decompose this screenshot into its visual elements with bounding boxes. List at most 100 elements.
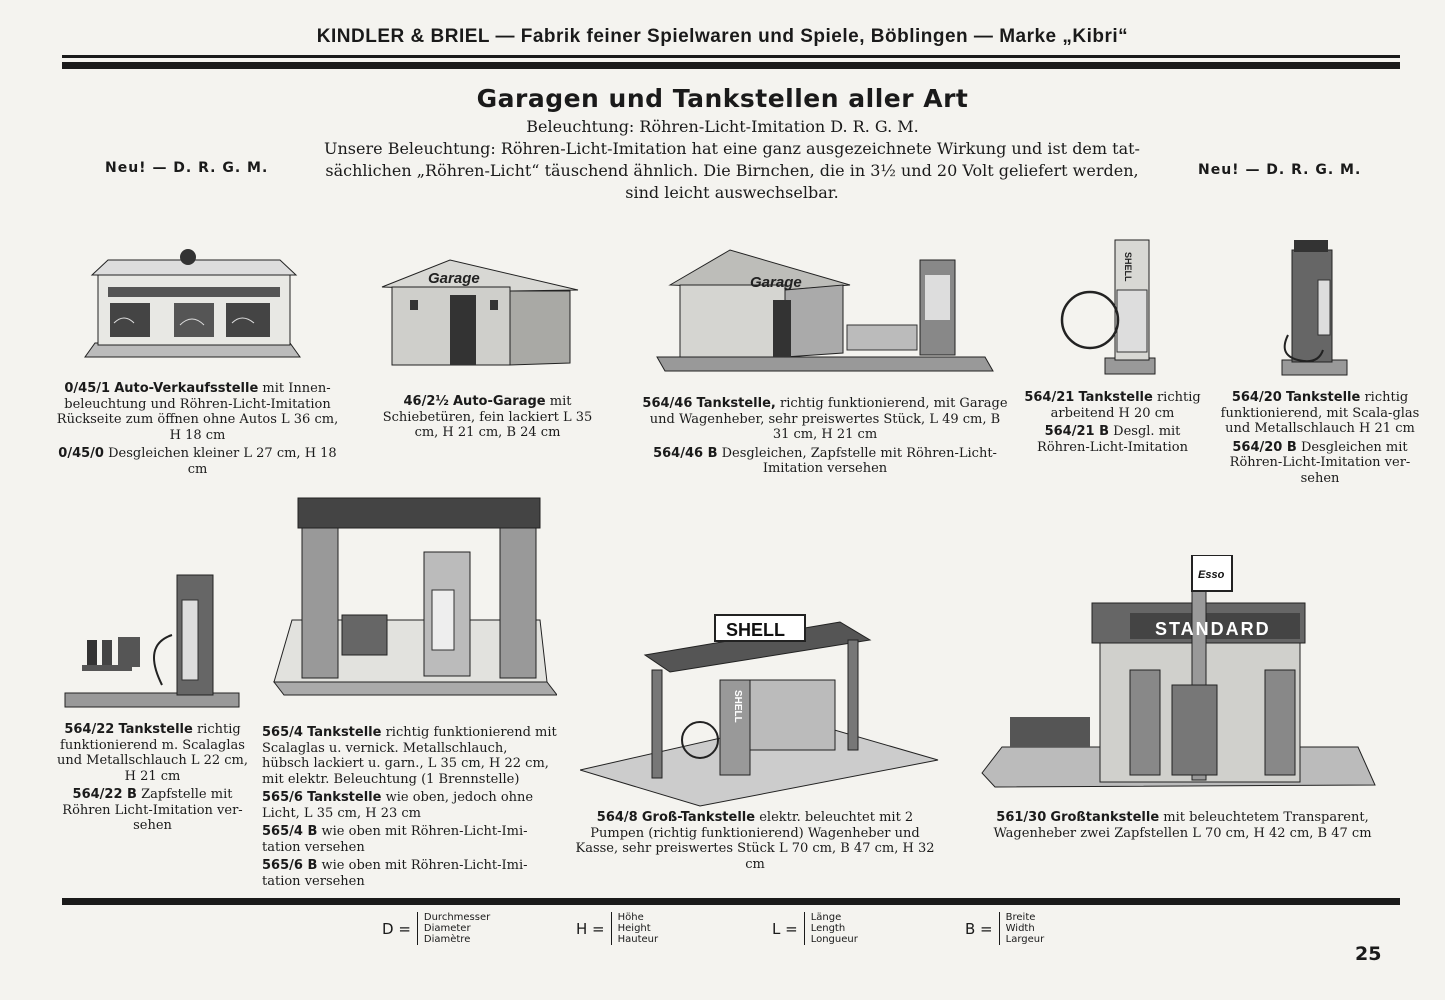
- legend-value: Diamètre: [423, 934, 471, 945]
- product-caption-564-20: 564/20 Tankstelle richtig funktionierend…: [1220, 390, 1420, 489]
- garage-tankstelle-illustration: Garage: [656, 249, 994, 372]
- intro-text: Unsere Beleuchtung: Röhren-Licht-Imitati…: [322, 138, 1142, 204]
- standard-grosstankstelle-illustration: STANDARD Esso: [981, 555, 1376, 788]
- caption-line: 565/4 Tankstelle richtig funktionierend …: [262, 725, 557, 787]
- legend-values: Durchmesser Diameter Diamètre: [416, 912, 491, 945]
- product-description: mit Schiebetüren, fein lackiert L 35 cm,…: [382, 394, 593, 440]
- article-number: 46/2½: [403, 394, 449, 409]
- legend-key: B =: [965, 919, 993, 938]
- caption-line: 564/8 Groß-Tankstelle elektr. beleuchtet…: [570, 810, 940, 872]
- shell-pump-illustration: SHELL: [1060, 239, 1156, 375]
- legend-item-b: B = Breite Width Largeur: [965, 912, 1044, 945]
- article-number: 565/4: [262, 725, 303, 740]
- legend-key: H =: [576, 919, 605, 938]
- article-number: 564/20 B: [1232, 439, 1297, 455]
- product-name: Tankstelle,: [696, 396, 776, 411]
- article-number: 0/45/0: [58, 446, 104, 461]
- product-description: Desgleichen mit Röhren-Licht-Imitation v…: [1229, 439, 1411, 486]
- legend-value: Durchmesser: [423, 912, 491, 923]
- product-name: Tankstelle: [1078, 390, 1153, 405]
- legend-item-h: H = Höhe Height Hauteur: [576, 912, 658, 945]
- legend-value: Height: [617, 923, 651, 934]
- shell-post-text: SHELL: [732, 690, 743, 723]
- article-number: 564/46 B: [653, 445, 718, 461]
- caption-line: 564/22 Tankstelle richtig funktionierend…: [55, 722, 250, 784]
- product-name: Groß-Tankstelle: [641, 810, 756, 825]
- legend-item-d: D = Durchmesser Diameter Diamètre: [382, 912, 490, 945]
- product-name: Großtankstelle: [1050, 810, 1160, 825]
- article-number: 564/20: [1231, 390, 1282, 405]
- legend-value: Höhe: [617, 912, 644, 923]
- legend-value: Länge: [810, 912, 842, 923]
- article-number: 564/22: [64, 722, 115, 737]
- product-name: Tankstelle: [307, 790, 382, 805]
- caption-line: 564/21 B Desgl. mit Röhren-Licht-Imitati…: [1020, 424, 1205, 455]
- caption-line: 565/4 B wie oben mit Röhren-Licht-Imi-ta…: [262, 824, 557, 855]
- product-description: richtig arbeitend H 20 cm: [1050, 390, 1201, 421]
- caption-line: 0/45/1 Auto-Verkaufsstelle mit Innen-bel…: [55, 381, 340, 443]
- article-number: 564/21 B: [1044, 424, 1110, 439]
- legend-item-l: L = Länge Length Longueur: [772, 912, 858, 945]
- esso-sign-text: Esso: [1198, 569, 1225, 581]
- caption-line: 0/45/0 Desgleichen kleiner L 27 cm, H 18…: [55, 446, 340, 477]
- caption-line: 564/22 B Zapfstelle mit Röhren Licht-Imi…: [55, 787, 250, 834]
- product-name: Auto-Garage: [453, 394, 546, 409]
- article-number: 0/45/1: [64, 381, 111, 396]
- article-number: 564/8: [596, 810, 638, 825]
- legend-value: Length: [810, 923, 846, 934]
- caption-line: 46/2½ Auto-Garage mit Schiebetüren, fein…: [375, 394, 600, 441]
- caption-line: 564/20 Tankstelle richtig funktionierend…: [1220, 390, 1420, 437]
- product-description: richtig funktionierend mit Scalaglas u. …: [262, 725, 557, 787]
- header-rule-top: [62, 55, 1400, 58]
- page-title: Garagen und Tankstellen aller Art: [476, 84, 969, 113]
- garage-sign-text: Garage: [428, 270, 480, 287]
- legend-value: Width: [1005, 923, 1035, 934]
- product-name: Auto-Verkaufsstelle: [114, 381, 259, 396]
- shell-roof-text: SHELL: [726, 620, 785, 640]
- legend-value: Breite: [1005, 912, 1036, 923]
- product-description: wie oben mit Röhren-Licht-Imi-tation ver…: [262, 824, 528, 855]
- legend-values: Höhe Height Hauteur: [610, 912, 658, 945]
- caption-line: 565/6 B wie oben mit Röhren-Licht-Imi-ta…: [262, 858, 557, 889]
- scalaglas-pump-illustration: [1281, 240, 1348, 376]
- neu-drgm-left: Neu! — D. R. G. M.: [105, 160, 269, 176]
- product-caption-564-8: 564/8 Groß-Tankstelle elektr. beleuchtet…: [570, 810, 940, 875]
- caption-line: 564/46 B Desgleichen, Zapfstelle mit Röh…: [640, 446, 1010, 477]
- product-caption-564-22: 564/22 Tankstelle richtig funktionierend…: [55, 722, 250, 837]
- small-tankstelle-illustration: [64, 574, 240, 708]
- product-description: mit Innen-beleuchtung und Röhren-Licht-I…: [56, 381, 339, 443]
- product-caption-561-30: 561/30 Großtankstelle mit beleuchtetem T…: [955, 810, 1410, 844]
- product-caption-46: 46/2½ Auto-Garage mit Schiebetüren, fein…: [375, 394, 600, 444]
- legend-values: Länge Length Longueur: [803, 912, 858, 945]
- product-description: elektr. beleuchtet mit 2 Pumpen (richtig…: [575, 810, 935, 872]
- article-number: 564/21: [1024, 390, 1075, 405]
- product-description: Zapfstelle mit Röhren Licht-Imitation ve…: [62, 787, 243, 833]
- product-name: Tankstelle: [118, 722, 193, 737]
- caption-line: 561/30 Großtankstelle mit beleuchtetem T…: [955, 810, 1410, 841]
- caption-line: 564/46 Tankstelle, richtig funktionieren…: [640, 396, 1010, 443]
- product-description: mit beleuchtetem Transparent, Wagenheber…: [993, 810, 1372, 841]
- legend-key: D =: [382, 919, 411, 938]
- product-caption-564-46: 564/46 Tankstelle, richtig funktionieren…: [640, 396, 1010, 480]
- article-number: 565/6: [262, 790, 303, 805]
- footer-rule: [62, 898, 1400, 905]
- intro-line: Unsere Beleuchtung: Röhren-Licht-Imitati…: [324, 139, 1140, 158]
- product-description: wie oben mit Röhren-Licht-Imi-tation ver…: [262, 858, 528, 889]
- shell-pump-text: SHELL: [1123, 252, 1133, 282]
- product-description: Desgl. mit Röhren-Licht-Imitation: [1037, 424, 1188, 455]
- product-description: Desgleichen, Zapfstelle mit Röhren-Licht…: [721, 445, 997, 477]
- product-description: wie oben, jedoch ohne Licht, L 35 cm, H …: [262, 790, 534, 821]
- neu-drgm-right: Neu! — D. R. G. M.: [1198, 162, 1362, 178]
- page-subtitle: Beleuchtung: Röhren-Licht-Imitation D. R…: [526, 117, 919, 136]
- intro-line: sind leicht auswechselbar.: [625, 183, 839, 202]
- article-number: 564/22 B: [72, 787, 137, 802]
- standard-sign-text: STANDARD: [1155, 619, 1271, 639]
- catalog-header: KINDLER & BRIEL — Fabrik feiner Spielwar…: [316, 26, 1129, 47]
- product-name: Tankstelle: [307, 725, 382, 740]
- garage-illustration: Garage: [381, 259, 579, 366]
- legend-value: Diameter: [423, 923, 471, 934]
- product-description: richtig funktionierend, mit Garage und W…: [649, 396, 1008, 442]
- product-name: Tankstelle: [1285, 390, 1361, 405]
- product-caption-564-21: 564/21 Tankstelle richtig arbeitend H 20…: [1020, 390, 1205, 458]
- product-description: richtig funktionierend, mit Scala-glas u…: [1220, 390, 1420, 436]
